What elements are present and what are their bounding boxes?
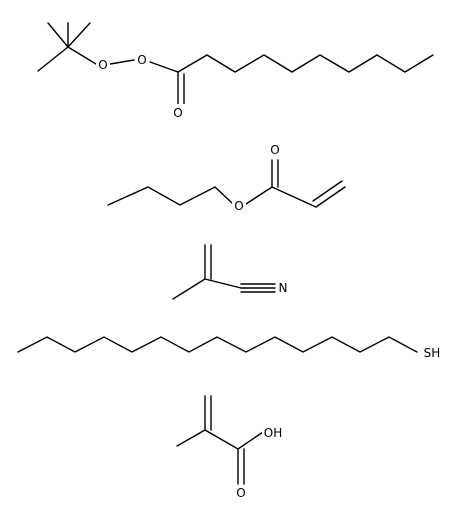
atom-oxygen-label: O (236, 486, 245, 500)
atom-oxygen-label: O (234, 199, 243, 213)
bond (237, 431, 264, 450)
bond (37, 46, 69, 72)
bond-chain (17, 336, 418, 353)
bond (204, 278, 242, 289)
bond (271, 186, 317, 208)
molecule-butyl-acrylate: O O (107, 142, 346, 213)
atom-nitrogen-label: N (279, 281, 288, 295)
molecule-tert-butyl-peroxyoctanoate: O O O (37, 22, 434, 120)
bond (149, 61, 179, 73)
atom-oxygen-label: O (270, 143, 279, 157)
molecule-dodecanethiol: SH (17, 336, 441, 360)
bond-chain (177, 54, 434, 73)
bond (176, 429, 206, 447)
atom-hydroxyl-label: OH (264, 426, 282, 440)
molecule-methacrylonitrile: N (172, 244, 290, 300)
bond (315, 186, 346, 208)
atom-oxygen-label: O (137, 53, 146, 67)
atom-oxygen-label: O (173, 106, 182, 120)
bond (67, 46, 97, 65)
bond (172, 278, 206, 300)
bond (245, 186, 273, 205)
bond (312, 180, 343, 202)
bond (67, 22, 91, 48)
atom-sulfur-label: SH (424, 346, 441, 360)
bond-chain (107, 186, 233, 206)
molecule-methacrylic-acid: OH O (176, 395, 284, 500)
atom-oxygen-label: O (98, 58, 107, 72)
bond (109, 59, 135, 65)
bond (204, 429, 239, 450)
bond (47, 22, 69, 48)
